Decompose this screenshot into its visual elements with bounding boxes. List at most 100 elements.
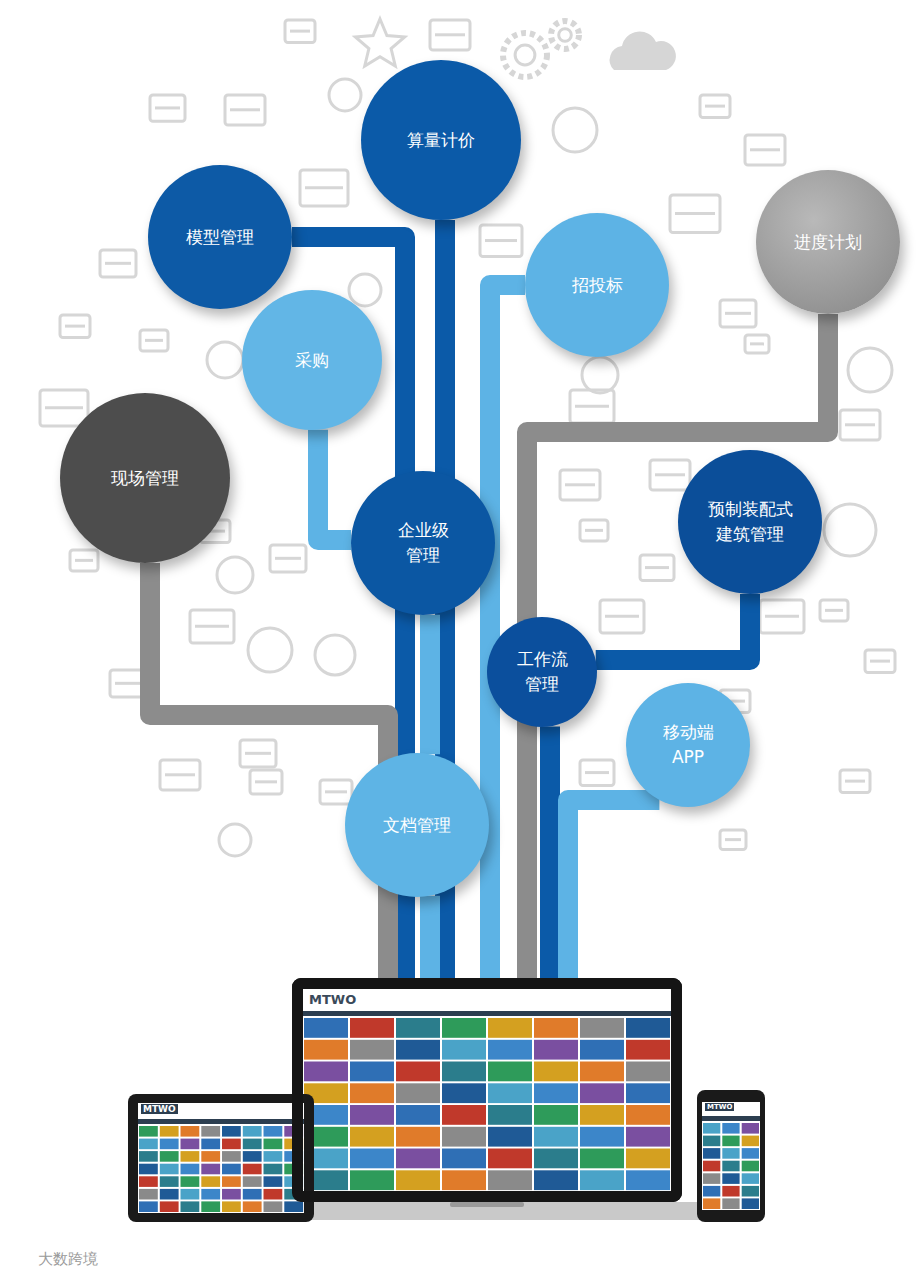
app-tile [243, 1151, 262, 1162]
app-tile [181, 1151, 200, 1162]
app-tile [139, 1176, 158, 1187]
node-label: 算量计价 [407, 128, 475, 153]
bg-icon [145, 339, 163, 342]
bg-icon [845, 780, 865, 783]
circle-node: 移动端 APP [626, 683, 750, 807]
device-screen [702, 1102, 760, 1210]
app-tile [534, 1018, 578, 1038]
app-tile [488, 1170, 532, 1190]
app-tile [222, 1189, 241, 1200]
bg-icon [605, 615, 639, 618]
app-tile [742, 1148, 759, 1159]
app-tile [722, 1148, 739, 1159]
app-tile [264, 1201, 283, 1212]
laptop-notch [450, 1202, 524, 1207]
bg-icon [255, 780, 277, 783]
app-tile [534, 1149, 578, 1169]
app-tile [580, 1149, 624, 1169]
laptop-frame [292, 978, 682, 1202]
bg-icon [580, 520, 608, 541]
app-tile [442, 1018, 486, 1038]
app-logo: MTWO [705, 1103, 734, 1111]
screen-bar [303, 1011, 671, 1016]
bg-icon [700, 95, 730, 118]
app-tile [534, 1083, 578, 1103]
node-label: 采购 [295, 348, 329, 373]
app-tile [442, 1127, 486, 1147]
app-tile [626, 1149, 670, 1169]
app-tile [350, 1040, 394, 1060]
app-tile [703, 1186, 720, 1197]
app-tile [626, 1018, 670, 1038]
app-tile [626, 1040, 670, 1060]
bg-icon [248, 628, 292, 672]
app-tile [181, 1201, 200, 1212]
bg-icon [430, 20, 470, 50]
bg-icon [645, 566, 669, 569]
bg-icon [240, 740, 276, 767]
bg-icon [845, 423, 875, 426]
circle-node: 采购 [242, 290, 382, 430]
bg-icon [705, 105, 725, 108]
bg-icon [750, 148, 780, 151]
bg-icon [480, 225, 522, 257]
bg-icon [582, 357, 618, 393]
laptop-base [248, 1202, 726, 1220]
app-tile [201, 1126, 220, 1137]
app-tile [243, 1201, 262, 1212]
app-tile [350, 1062, 394, 1082]
app-tile [201, 1201, 220, 1212]
app-tile [243, 1176, 262, 1187]
bg-icon [270, 545, 306, 572]
bg-icon [300, 170, 348, 206]
bg-icon [245, 752, 271, 755]
app-tile [488, 1018, 532, 1038]
bg-icon [840, 410, 880, 440]
app-tile [626, 1105, 670, 1125]
bg-icon [75, 559, 93, 562]
bg-icon [725, 312, 751, 315]
bg-icon [315, 635, 355, 675]
bg-icon [45, 406, 83, 409]
phone-frame [697, 1090, 765, 1222]
app-tile [703, 1173, 720, 1184]
bg-icon [553, 108, 597, 152]
bg-icon [60, 315, 90, 338]
branch-band [318, 430, 351, 540]
app-tile [350, 1170, 394, 1190]
bg-icon [575, 405, 609, 408]
circle-node: 现场管理 [60, 393, 230, 563]
bg-icon [100, 250, 136, 277]
app-tile [160, 1189, 179, 1200]
app-tile [160, 1201, 179, 1212]
bg-icon [225, 95, 265, 125]
bg-icon [720, 300, 756, 327]
app-tile [139, 1164, 158, 1175]
bg-icon [840, 770, 870, 793]
app-tile [626, 1170, 670, 1190]
app-tile [264, 1139, 283, 1150]
screen-bar [138, 1119, 304, 1124]
app-tile [396, 1062, 440, 1082]
bg-icon [195, 625, 229, 628]
app-tile [703, 1198, 720, 1209]
app-tile [243, 1126, 262, 1137]
app-tile [442, 1062, 486, 1082]
bg-icon [190, 610, 234, 643]
app-tile [139, 1139, 158, 1150]
bg-icon [275, 557, 301, 560]
bg-icon [207, 342, 243, 378]
circle-node: 预制装配式 建筑管理 [678, 450, 822, 594]
app-tile [442, 1083, 486, 1103]
app-tile [742, 1123, 759, 1134]
circle-node: 算量计价 [361, 60, 521, 220]
bg-icon [503, 33, 547, 77]
app-tile [264, 1126, 283, 1137]
bg-icon [824, 504, 876, 556]
circle-node: 工作流 管理 [487, 617, 597, 727]
device-screen [303, 989, 671, 1191]
circle-node: 招投标 [525, 213, 669, 357]
app-tile [722, 1198, 739, 1209]
bg-icon [160, 760, 200, 790]
